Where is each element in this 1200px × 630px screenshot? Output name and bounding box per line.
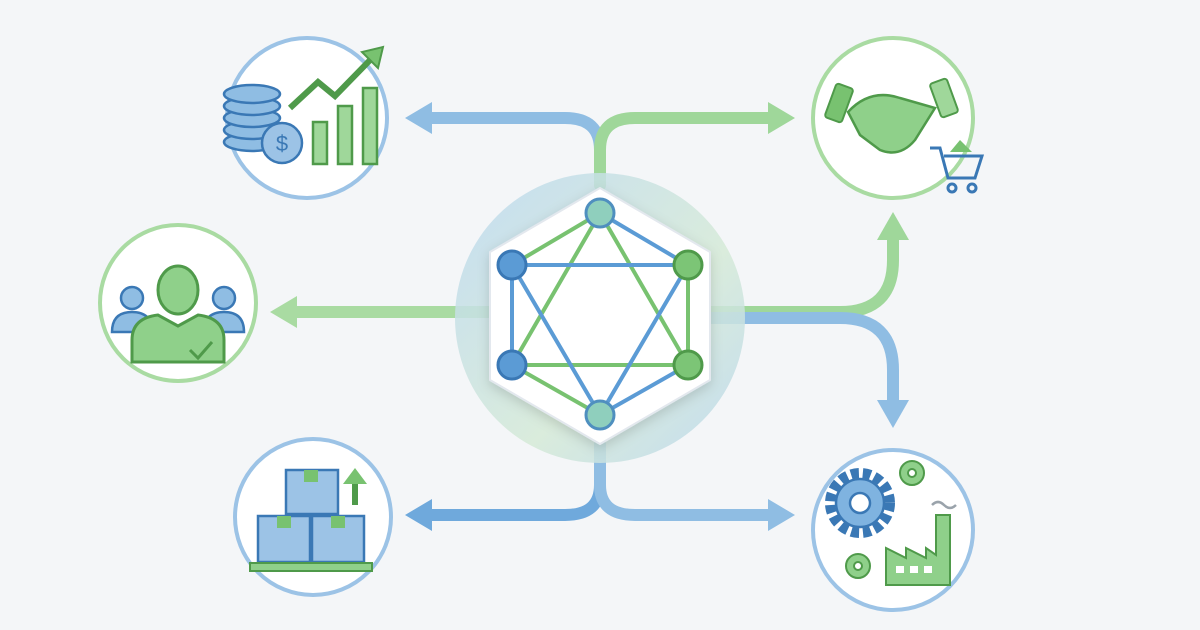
network-hexagon-icon xyxy=(508,209,692,419)
arrow-left-customers xyxy=(270,296,297,328)
arrowheads xyxy=(270,102,909,531)
hub-node xyxy=(672,349,704,381)
arrow-left-finance xyxy=(405,102,432,134)
hub-node xyxy=(672,249,704,281)
connector-manufacturing-bottom xyxy=(594,439,781,521)
users-check-icon xyxy=(98,223,258,383)
arrow-down-manufacturing xyxy=(877,400,909,428)
hub-node xyxy=(496,349,528,381)
connector-manufacturing xyxy=(699,312,899,411)
svg-text:$: $ xyxy=(276,131,288,156)
hub xyxy=(455,173,745,463)
hub-node xyxy=(584,197,616,229)
arrow-right-manufacturing xyxy=(768,499,795,531)
arrow-right-partnership xyxy=(768,102,795,134)
hub-nodes xyxy=(496,197,704,431)
hub-hexagon xyxy=(489,187,711,445)
handshake-cart-icon xyxy=(811,36,985,200)
connector-finance xyxy=(419,112,606,191)
gears-factory-icon xyxy=(811,448,975,612)
shopping-cart-icon xyxy=(930,146,985,194)
arrow-up-partnership xyxy=(877,212,909,240)
hub-node xyxy=(496,249,528,281)
hub-node xyxy=(584,399,616,431)
arrow-left-inventory xyxy=(405,499,432,531)
connector-partnership-up xyxy=(699,229,899,318)
connector-partnership xyxy=(594,112,781,191)
finance-growth-icon: $ xyxy=(222,36,389,200)
boxes-pallet-icon xyxy=(233,437,393,597)
